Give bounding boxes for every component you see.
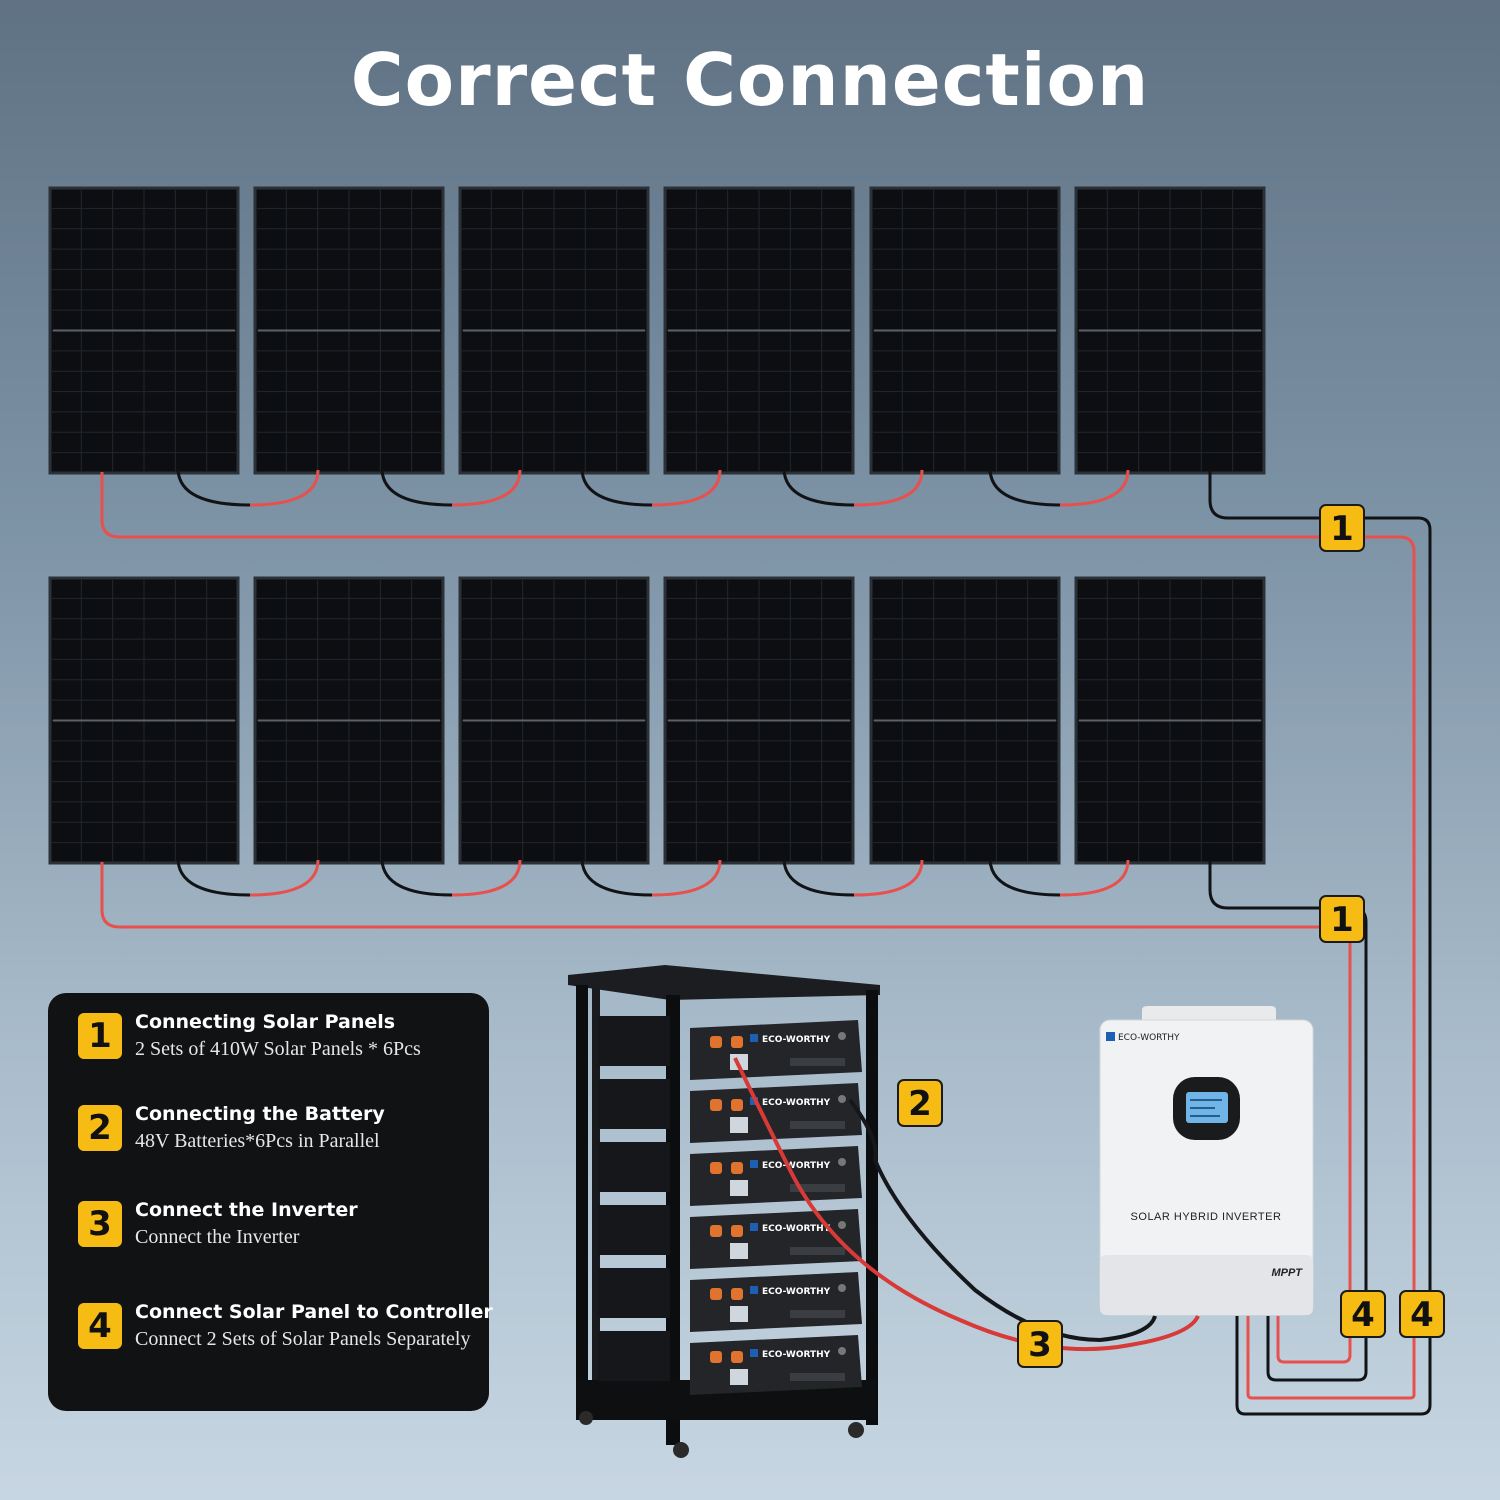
solar-panel [869,576,1061,865]
solar-panel [48,186,240,475]
inverter-battery-cables [733,1057,1200,1352]
battery-module: ECO-WORTHY [598,1205,862,1269]
inverter-brand: ECO-WORTHY [1118,1033,1180,1043]
battery-brand: ECO-WORTHY [762,1350,831,1360]
legend-description: 48V Batteries*6Pcs in Parallel [135,1130,380,1152]
legend-box: 1 Connecting Solar Panels 2 Sets of 410W… [48,993,493,1411]
solar-panel [253,576,445,865]
legend-number: 1 [78,1013,122,1059]
brand-logo-icon [1106,1032,1115,1041]
solar-panel [663,576,855,865]
svg-text:2: 2 [908,1084,932,1124]
solar-hybrid-inverter: ECO-WORTHY SOLAR HYBRID INVERTER MPPT [1099,1006,1314,1316]
badge-panels-row-2: 1 [1319,895,1365,943]
badge-inverter: 3 [1017,1320,1063,1368]
solar-panel [458,576,650,865]
svg-text:4: 4 [1351,1295,1375,1335]
solar-panel [253,186,445,475]
battery-brand: ECO-WORTHY [762,1161,831,1171]
svg-text:4: 4 [1410,1295,1434,1335]
page-title: Correct Connection [350,38,1150,122]
battery-rack: ECO-WORTHY ECO-WORTHY ECO-WORTHY ECO-WORTHY… [568,965,880,1458]
legend-title: Connect Solar Panel to Controller [135,1301,493,1323]
badge-controller-a: 4 [1340,1290,1386,1338]
battery-brand: ECO-WORTHY [762,1098,831,1108]
badge-battery: 2 [897,1079,943,1127]
battery-module: ECO-WORTHY [598,1142,862,1206]
legend-title: Connecting Solar Panels [135,1011,396,1033]
string-wires-row-1 [100,470,1432,1416]
battery-brand: ECO-WORTHY [762,1035,831,1045]
series-wires-row-1 [176,469,1130,507]
legend-description: Connect the Inverter [135,1226,300,1248]
battery-module: ECO-WORTHY [598,1331,862,1395]
battery-module: ECO-WORTHY [598,1079,862,1143]
svg-text:1: 1 [1330,900,1354,940]
battery-modules: ECO-WORTHY ECO-WORTHY ECO-WORTHY ECO-WORTHY… [598,1016,862,1395]
legend-number: 4 [78,1303,122,1349]
string-wires-row-2 [100,860,1368,1382]
badge-controller-b: 4 [1399,1290,1445,1338]
solar-panel [48,576,240,865]
battery-module: ECO-WORTHY [598,1268,862,1332]
legend-title: Connect the Inverter [135,1199,358,1221]
inverter-label: SOLAR HYBRID INVERTER [1131,1211,1282,1223]
solar-panel [458,186,650,475]
battery-brand: ECO-WORTHY [762,1224,831,1234]
badge-panels-row-1: 1 [1319,504,1365,552]
legend-number: 2 [78,1105,122,1151]
mppt-label: MPPT [1271,1267,1303,1279]
legend-description: Connect 2 Sets of Solar Panels Separatel… [135,1328,471,1350]
legend-number: 3 [78,1201,122,1247]
solar-panel-row-2 [48,576,1266,865]
battery-module: ECO-WORTHY [598,1016,862,1080]
solar-panel [869,186,1061,475]
legend-title: Connecting the Battery [135,1103,385,1125]
solar-panel [1074,576,1266,865]
solar-panel [663,186,855,475]
legend-description: 2 Sets of 410W Solar Panels * 6Pcs [135,1038,421,1060]
svg-text:3: 3 [1028,1325,1052,1365]
svg-text:1: 1 [1330,509,1354,549]
battery-brand: ECO-WORTHY [762,1287,831,1297]
solar-panel [1074,186,1266,475]
series-wires-row-2 [176,859,1130,897]
solar-panel-row-1 [48,186,1266,475]
